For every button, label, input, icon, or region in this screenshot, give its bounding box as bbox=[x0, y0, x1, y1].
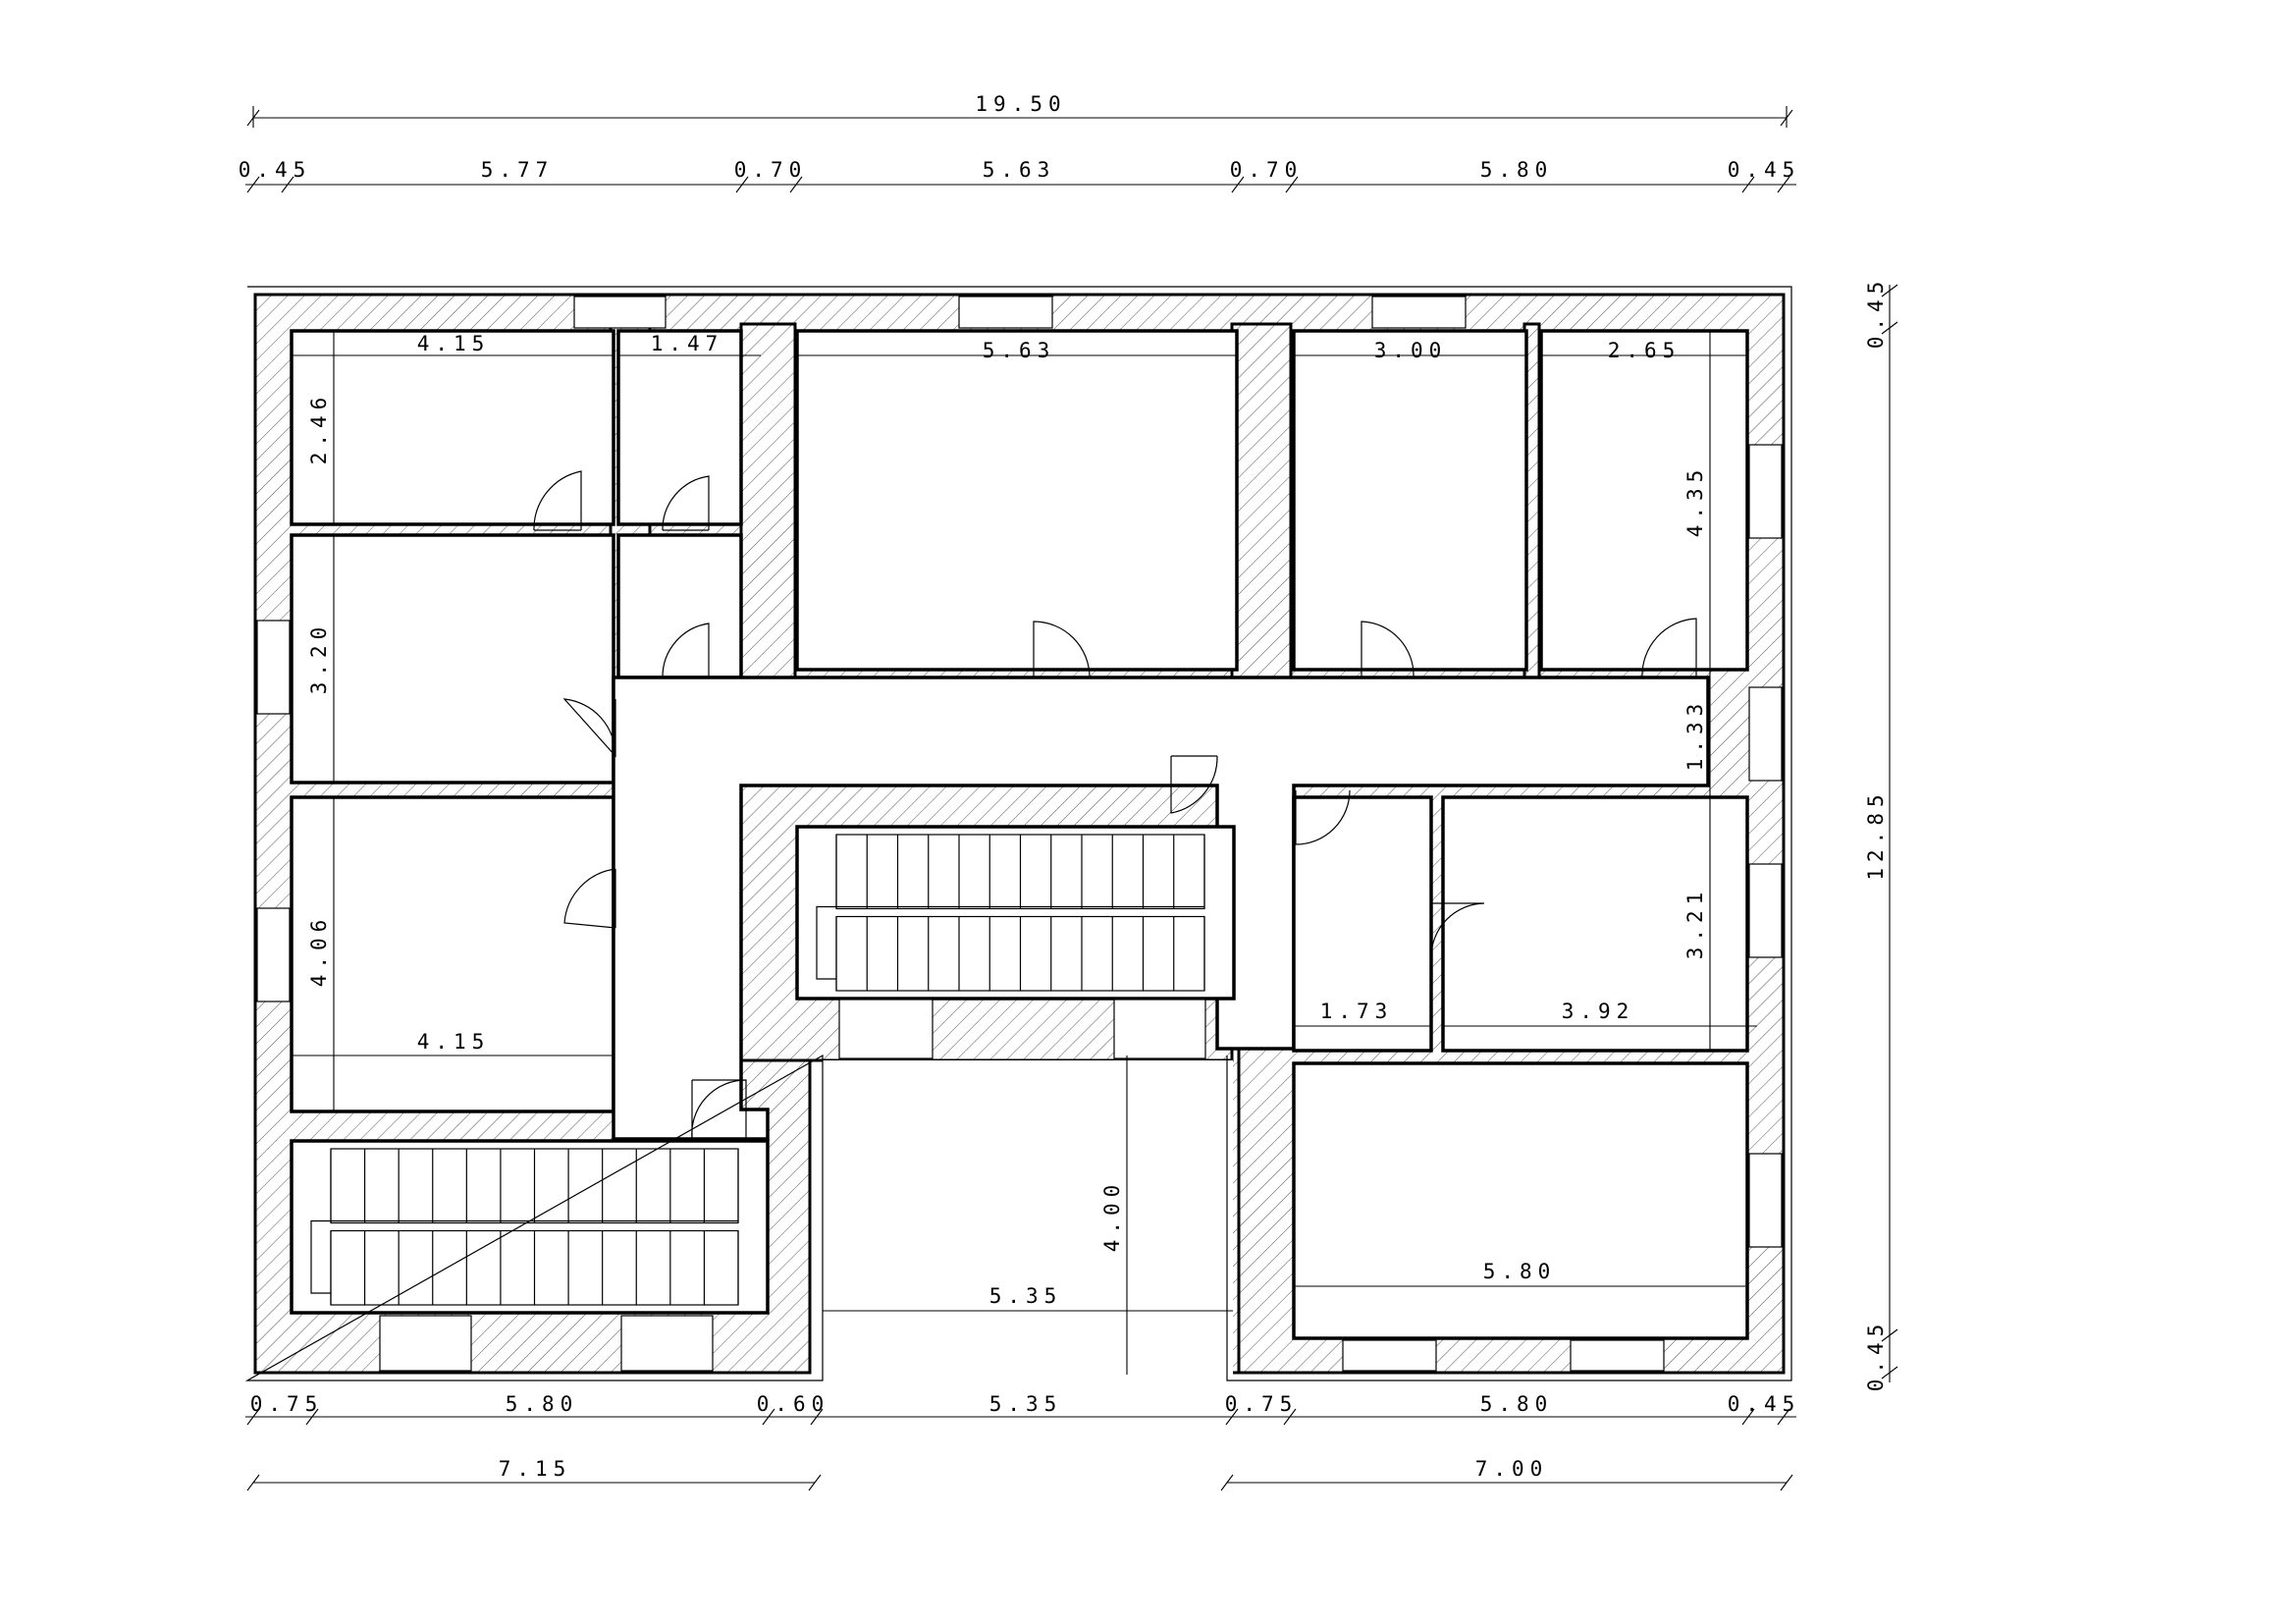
dim-big-width: 5.63 bbox=[983, 339, 1056, 362]
dimension-lines bbox=[245, 106, 1898, 1491]
dim-right-bottom: 0.45 bbox=[1864, 1319, 1888, 1392]
dim-r3-width: 4.15 bbox=[417, 1030, 491, 1054]
dim-total-left: 7.15 bbox=[499, 1457, 572, 1481]
dim-bottom-5: 0.75 bbox=[1225, 1392, 1299, 1416]
stair-1 bbox=[310, 1148, 739, 1306]
dim-courtyard-width: 5.35 bbox=[989, 1284, 1063, 1308]
room-6 bbox=[1441, 795, 1749, 1053]
dim-vest-width: 1.73 bbox=[1320, 1000, 1394, 1023]
room-large bbox=[795, 329, 1239, 672]
dim-r6-width: 3.92 bbox=[1562, 1000, 1635, 1023]
dim-overall-width: 19.50 bbox=[975, 92, 1066, 116]
stair-room-2 bbox=[795, 825, 1236, 1001]
dim-courtyard-depth: 4.00 bbox=[1100, 1179, 1124, 1253]
dimension-labels: 19.50 0.45 5.77 0.70 5.63 0.70 5.80 0.45… bbox=[239, 92, 1888, 1481]
room-2 bbox=[290, 533, 615, 785]
dim-top-4: 5.63 bbox=[983, 158, 1056, 182]
room-1 bbox=[290, 329, 615, 526]
rooms bbox=[290, 329, 1749, 1375]
dim-bottom-7: 0.45 bbox=[1728, 1392, 1801, 1416]
dim-top-7: 0.45 bbox=[1728, 158, 1801, 182]
courtyard bbox=[823, 1060, 1233, 1375]
dim-top-6: 5.80 bbox=[1480, 158, 1554, 182]
room-4 bbox=[1292, 329, 1528, 672]
stair-2 bbox=[816, 834, 1205, 992]
dim-top-1: 0.45 bbox=[239, 158, 312, 182]
room-7 bbox=[1292, 1061, 1749, 1340]
dim-r6-depth: 3.21 bbox=[1683, 887, 1707, 960]
room-5 bbox=[1539, 329, 1749, 672]
dim-total-right: 7.00 bbox=[1475, 1457, 1549, 1481]
dim-r5-width: 2.65 bbox=[1608, 339, 1682, 362]
dim-r2-depth: 3.20 bbox=[307, 622, 331, 695]
dim-bottom-4: 5.35 bbox=[989, 1392, 1063, 1416]
dim-bottom-1: 0.75 bbox=[250, 1392, 324, 1416]
dim-corridor: 1.33 bbox=[1683, 698, 1707, 772]
dim-right-total: 12.85 bbox=[1864, 788, 1888, 880]
corridor bbox=[612, 676, 1710, 1141]
windows bbox=[256, 296, 1783, 1372]
dim-small-width: 1.47 bbox=[651, 332, 724, 355]
stair-room-1 bbox=[290, 1139, 770, 1315]
dim-top-3: 0.70 bbox=[734, 158, 808, 182]
dim-bottom-6: 5.80 bbox=[1480, 1392, 1554, 1416]
room-small-upper bbox=[616, 329, 743, 526]
dim-top-2: 5.77 bbox=[481, 158, 555, 182]
dim-r4-width: 3.00 bbox=[1374, 339, 1448, 362]
room-3 bbox=[290, 795, 615, 1113]
vestibule bbox=[1292, 795, 1433, 1053]
dim-r1-depth: 2.46 bbox=[307, 392, 331, 465]
dim-r3-depth: 4.06 bbox=[307, 914, 331, 988]
doors bbox=[533, 470, 1697, 1140]
dim-r7-width: 5.80 bbox=[1483, 1260, 1557, 1283]
dim-bottom-3: 0.60 bbox=[757, 1392, 830, 1416]
dim-r5-depth: 4.35 bbox=[1683, 464, 1707, 538]
dim-r1-width: 4.15 bbox=[417, 332, 491, 355]
dim-bottom-2: 5.80 bbox=[506, 1392, 579, 1416]
dim-top-5: 0.70 bbox=[1230, 158, 1304, 182]
room-small-lower bbox=[616, 533, 743, 679]
dim-right-top: 0.45 bbox=[1864, 276, 1888, 350]
